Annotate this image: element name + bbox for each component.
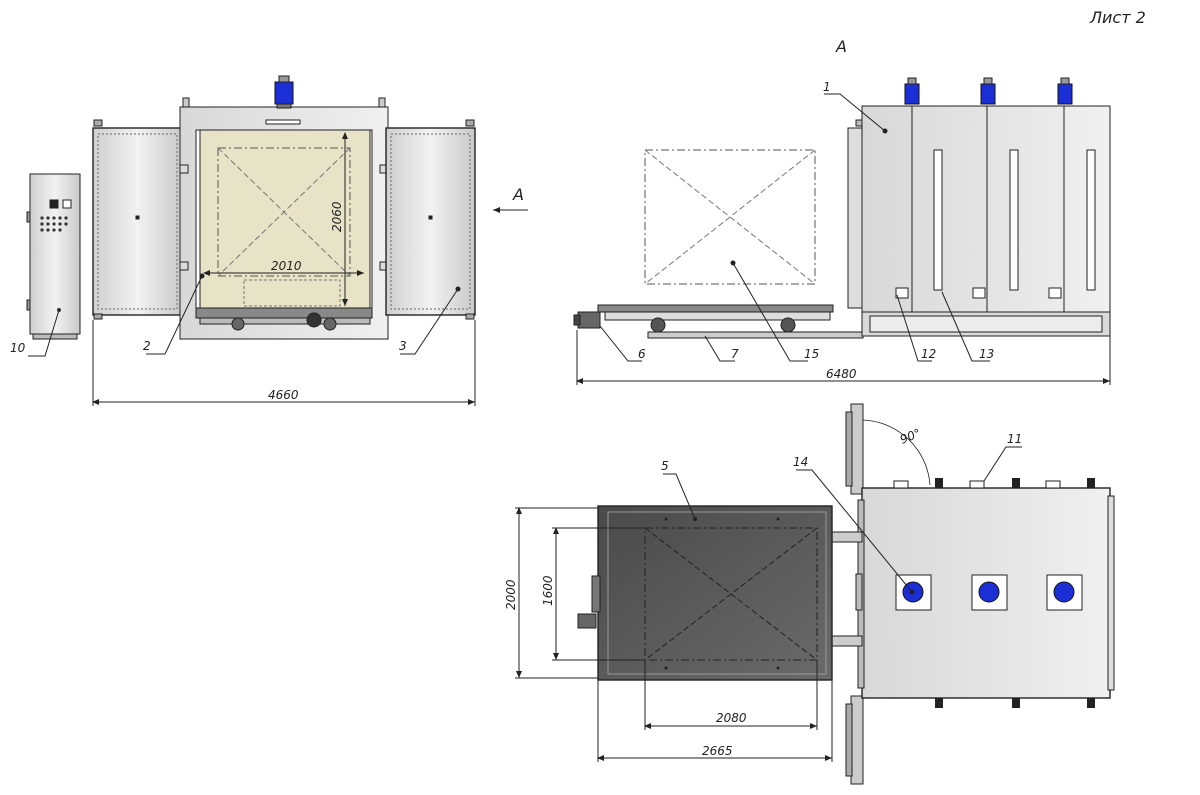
dim-cart-inner-width: 1600 [541, 575, 555, 606]
front-view [26, 75, 528, 406]
callout-5: 5 [661, 459, 669, 473]
callout-10: 10 [10, 341, 26, 355]
callout-14: 14 [793, 455, 808, 469]
sheet-title: Лист 2 [1089, 8, 1146, 27]
callout-1: 1 [823, 80, 831, 94]
top-door-upper [845, 403, 931, 495]
callout-6: 6 [638, 347, 646, 361]
side-view [573, 77, 1111, 385]
callout-12: 12 [921, 347, 936, 361]
dim-overall-width-front: 4660 [268, 388, 299, 402]
control-cabinet [26, 173, 81, 340]
dim-front-width: 2010 [271, 259, 302, 273]
callout-11: 11 [1007, 432, 1022, 446]
dim-cart-outer-length: 2665 [702, 744, 733, 758]
dim-overall-length-side: 6480 [826, 367, 857, 381]
cart-load-outline [644, 149, 816, 285]
oven-top-body [827, 478, 1115, 708]
callout-7: 7 [731, 347, 739, 361]
callout-2: 2 [143, 339, 151, 353]
top-door-lower [845, 695, 864, 785]
fan-motor-front [274, 75, 294, 109]
top-view [515, 403, 1115, 785]
oven-front [179, 75, 389, 340]
cart-platform-side [573, 304, 864, 339]
callout-13: 13 [979, 347, 994, 361]
dim-front-height: 2060 [330, 201, 344, 232]
chamber-opening [199, 129, 371, 309]
oven-side-body [847, 77, 1111, 337]
view-label-a: A [835, 37, 847, 56]
dim-door-angle: 90° [898, 426, 923, 447]
callout-3: 3 [399, 339, 407, 353]
right-door [385, 119, 476, 320]
dim-cart-inner-length: 2080 [716, 711, 747, 725]
arrow-a-label: A [512, 185, 524, 204]
left-door [92, 119, 183, 320]
cart-top-view [577, 505, 833, 681]
dim-cart-outer-width: 2000 [504, 579, 518, 610]
callout-15: 15 [804, 347, 819, 361]
